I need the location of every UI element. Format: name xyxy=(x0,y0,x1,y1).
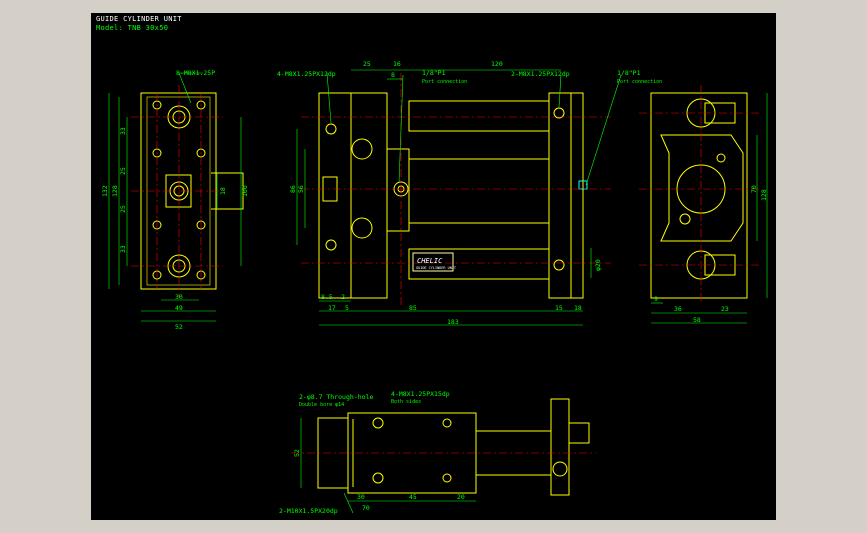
dim-front-18: 18 xyxy=(574,304,582,312)
left-view-dimlines xyxy=(108,72,242,322)
cad-viewport[interactable]: GUIDE CYLINDER UNIT Model: TNB 30x50 xyxy=(91,13,776,520)
right-view xyxy=(650,92,748,299)
dim-right-128: 128 xyxy=(760,189,768,201)
dim-front-16: 16 xyxy=(393,60,401,68)
bottom-view-dimlines xyxy=(300,418,476,514)
dim-front-120: 120 xyxy=(491,60,503,68)
dim-left-128: 128 xyxy=(111,185,119,197)
dim-right-70: 70 xyxy=(750,185,758,193)
front-thread-right-label: 2-M8X1.25PX12dp xyxy=(511,70,570,78)
nameplate-brand: CHELIC xyxy=(417,257,443,265)
drawing-model: Model: TNB 30x50 xyxy=(96,24,169,32)
dim-bottom-70: 70 xyxy=(362,504,370,512)
nameplate-frame xyxy=(412,252,454,272)
dim-left-49: 49 xyxy=(175,304,183,312)
port-left-sub: Port connection xyxy=(422,79,467,85)
bottom-thread-sub: Both sides xyxy=(391,399,421,405)
dim-left-100: 100 xyxy=(241,185,249,197)
front-thread-left-label: 4-M8X1.25PX12dp xyxy=(277,70,336,78)
right-view-dimlines xyxy=(651,93,768,324)
dim-left-132: 132 xyxy=(101,185,109,197)
dim-front-15: 15 xyxy=(555,304,563,312)
bottom-pin-label: 2-φ8.7 Through-hole xyxy=(299,393,373,401)
front-view-dimlines xyxy=(296,69,622,326)
front-view-centerlines xyxy=(301,73,611,308)
technical-drawing: 8-M8X1.25P 4-M8X1.25PX12dp 2-M8X1.25PX12… xyxy=(101,60,768,515)
dim-left-52: 52 xyxy=(175,323,183,331)
dim-left-30: 30 xyxy=(175,293,183,301)
dim-front-17: 17 xyxy=(328,304,336,312)
left-thread-label: 8-M8X1.25P xyxy=(176,69,215,77)
dim-right-58: 58 xyxy=(693,316,701,324)
dim-left-25b: 25 xyxy=(119,205,127,213)
bottom-pin-sub: Double bore φ14 xyxy=(299,402,344,408)
dim-front-86: 86 xyxy=(289,185,297,193)
bottom-view xyxy=(317,398,590,496)
drawing-title: GUIDE CYLINDER UNIT xyxy=(96,15,182,23)
port-left-label: 1/8"P1 xyxy=(422,69,446,77)
dim-right-23: 23 xyxy=(721,305,729,313)
dim-bottom-30: 30 xyxy=(357,493,365,501)
dim-left-33b: 33 xyxy=(119,245,127,253)
dim-left-25a: 25 xyxy=(119,167,127,175)
nameplate-subtitle: GUIDE CYLINDER UNIT xyxy=(416,266,457,270)
dim-left-33a: 33 xyxy=(119,127,127,135)
dim-front-8-5: 8.5 xyxy=(321,293,333,301)
dim-bottom-45: 45 xyxy=(409,493,417,501)
dim-front-25: 25 xyxy=(363,60,371,68)
right-view-body xyxy=(650,92,748,299)
port-right-sub: Port connection xyxy=(617,79,662,85)
right-view-centerlines xyxy=(639,85,759,303)
dim-right-9: 9 xyxy=(654,295,658,303)
dim-front-85: 85 xyxy=(409,304,417,312)
left-view-centerlines xyxy=(131,85,223,297)
dim-front-8: 8 xyxy=(391,71,395,79)
dim-bottom-20: 20 xyxy=(457,493,465,501)
bottom-thread-lower-label: 2-M10X1.5PX20dp xyxy=(279,507,338,515)
dim-left-18: 18 xyxy=(219,187,227,195)
bottom-thread-label: 4-M8X1.25PX15dp xyxy=(391,390,450,398)
phi20-label: φ20 xyxy=(594,259,602,271)
port-right-label: 1/8"P1 xyxy=(617,69,641,77)
dim-front-2: 2 xyxy=(341,293,345,301)
dim-front-56: 56 xyxy=(297,185,305,193)
dim-right-36: 36 xyxy=(674,305,682,313)
dim-front-5: 5 xyxy=(345,304,349,312)
dim-front-183: 183 xyxy=(447,318,459,326)
dim-bottom-52: 52 xyxy=(293,449,301,457)
